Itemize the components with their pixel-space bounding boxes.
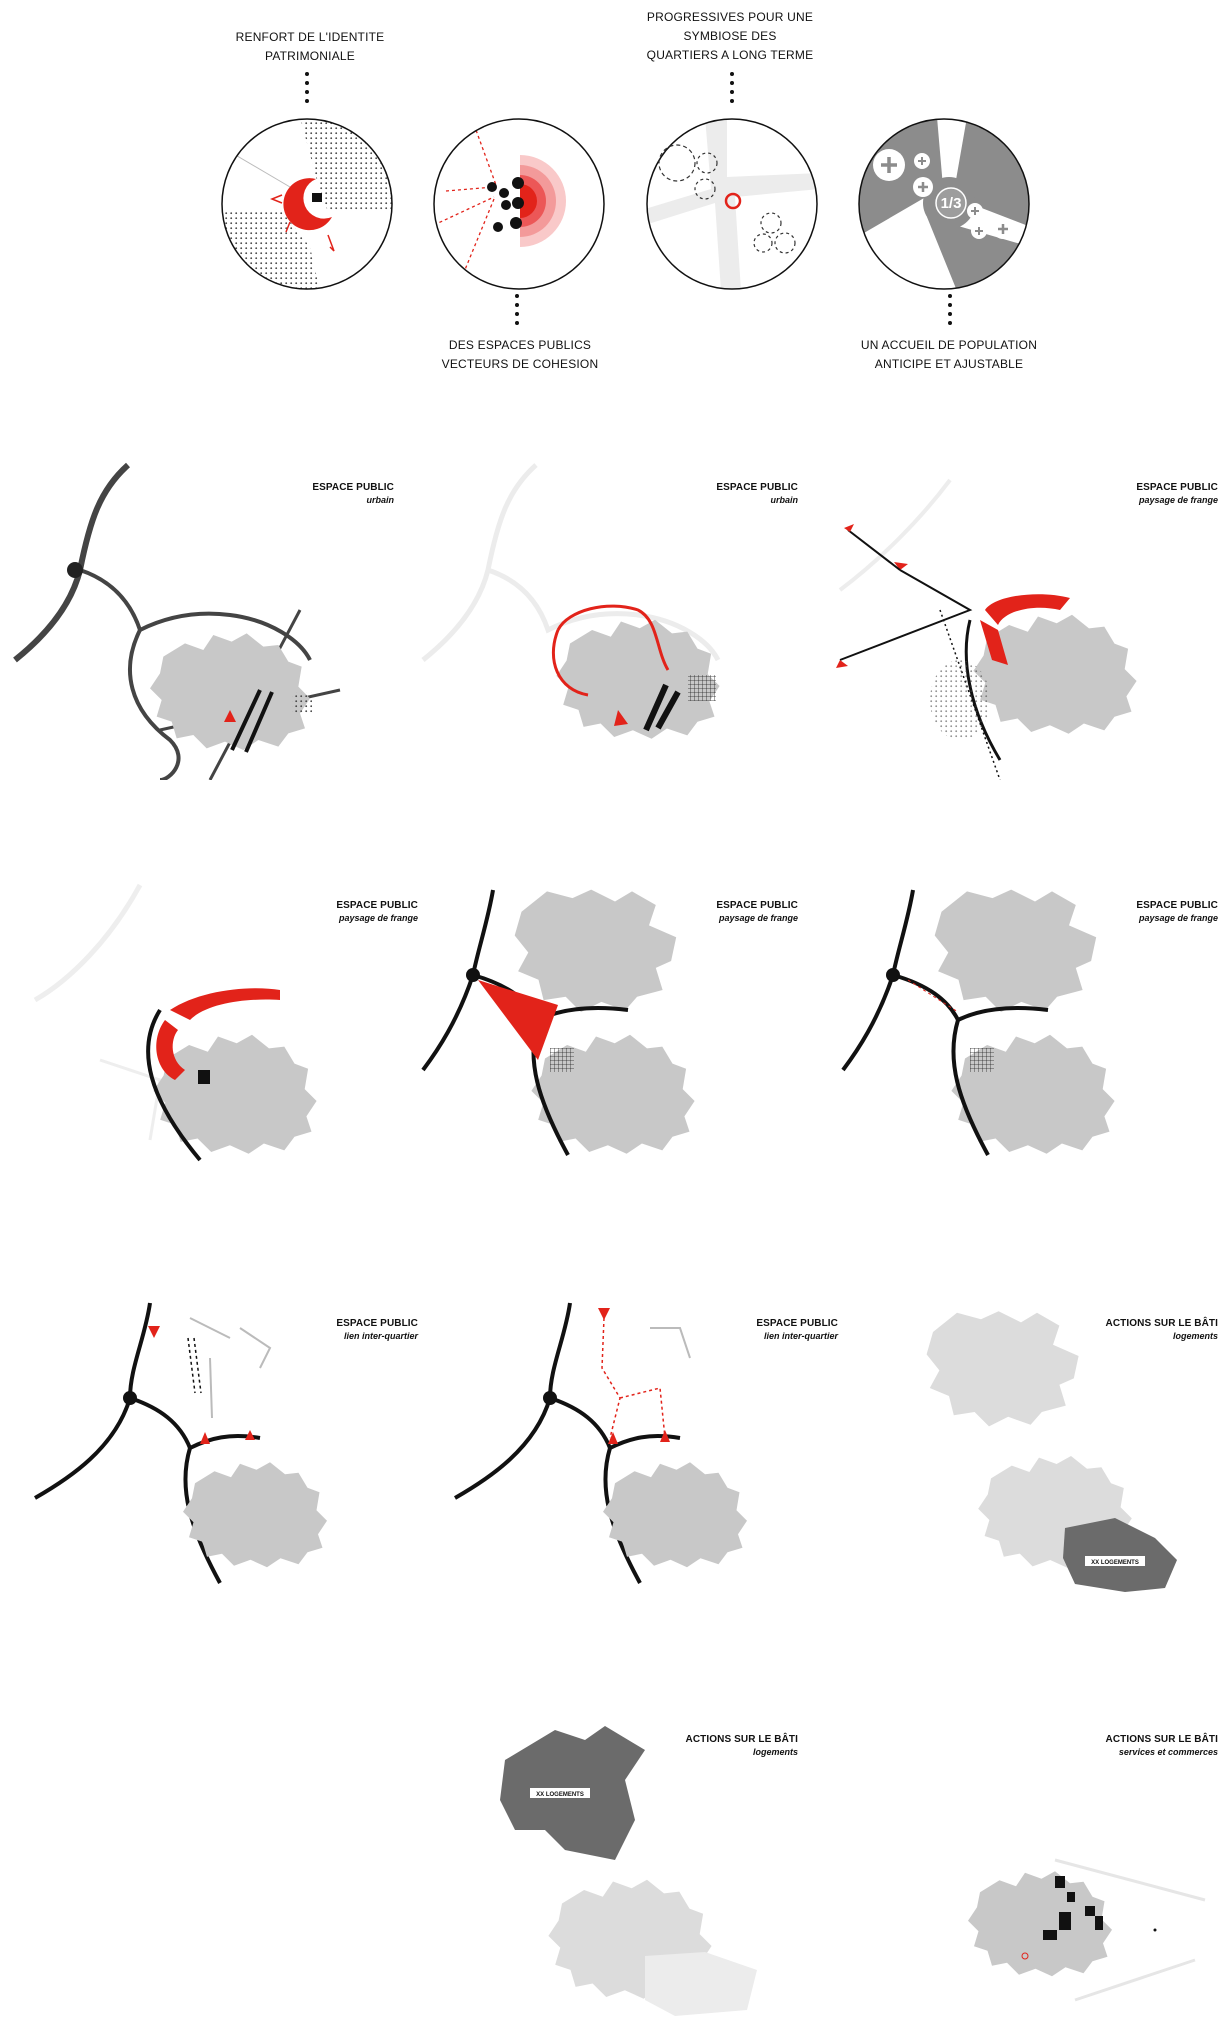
- cohesion-circle: [433, 118, 605, 290]
- panel-6-map: [841, 889, 1115, 1156]
- panel-1-map: [13, 462, 341, 780]
- symbiose-label: PROGRESSIVES POUR UNE SYMBIOSE DES QUART…: [630, 8, 830, 65]
- patrimoine-connector: [305, 72, 309, 108]
- panel-3-title: ESPACE PUBLIC: [1136, 482, 1218, 493]
- arrow-left-icon: [269, 194, 283, 204]
- crescent-icon: [283, 178, 332, 231]
- panel-9-title: ACTIONS SUR LE BÂTI: [1105, 1318, 1218, 1329]
- panel-6-caption: ESPACE PUBLIC paysage de frange: [1100, 900, 1218, 924]
- cohesion-connector: [515, 294, 519, 330]
- panel-4-map: [33, 883, 317, 1162]
- panel-2-map: [421, 463, 721, 739]
- panel-10-caption: ACTIONS SUR LE BÂTI logements: [680, 1734, 798, 1758]
- panel-9-map: XX LOGEMENTS: [926, 1311, 1177, 1592]
- patrimoine-label-line1: RENFORT DE l'IDENTITE: [235, 30, 385, 44]
- panel-3-caption: ESPACE PUBLIC paysage de frange: [1100, 482, 1218, 506]
- panel-8-map: [454, 1302, 747, 1584]
- panel-5-map: [421, 889, 695, 1156]
- panel-11-title: ACTIONS SUR LE BÂTI: [1105, 1734, 1218, 1745]
- panel-8-subtitle: lien inter-quartier: [763, 1331, 838, 1341]
- panel-4-caption: ESPACE PUBLIC paysage de frange: [300, 900, 418, 924]
- symbiose-label-line2: SYMBIOSE DES: [683, 29, 777, 43]
- panel-9-caption: ACTIONS SUR LE BÂTI logements: [1080, 1318, 1218, 1342]
- population-label-line1: UN ACCUEIL DE POPULATION: [860, 338, 1038, 352]
- panel-7-title: ESPACE PUBLIC: [336, 1318, 418, 1329]
- panel-10-title: ACTIONS SUR LE BÂTI: [685, 1734, 798, 1745]
- center-ring: [724, 192, 742, 210]
- panel-4-title: ESPACE PUBLIC: [336, 900, 418, 911]
- panel-6-title: ESPACE PUBLIC: [1136, 900, 1218, 911]
- panel-6-subtitle: paysage de frange: [1138, 913, 1218, 923]
- panel-3-map: [836, 478, 1137, 780]
- cohesion-label-line1: DES ESPACES PUBLICS: [448, 338, 592, 352]
- population-fraction: 1/3: [941, 195, 962, 212]
- panel-5-subtitle: paysage de frange: [718, 913, 798, 923]
- symbiose-label-line3: QUARTIERS A LONG TERME: [646, 48, 814, 62]
- cohesion-label: DES ESPACES PUBLICS VECTEURS DE COHESION: [420, 336, 620, 374]
- symbiose-label-line1: PROGRESSIVES POUR UNE: [646, 10, 814, 24]
- patrimoine-label: RENFORT DE l'IDENTITE PATRIMONIALE: [210, 28, 410, 66]
- population-label: UN ACCUEIL DE POPULATION ANTICIPE ET AJU…: [844, 336, 1054, 374]
- panel-1-caption: ESPACE PUBLIC urbain: [280, 482, 394, 506]
- panel-8-title: ESPACE PUBLIC: [756, 1318, 838, 1329]
- symbiose-circle: [646, 118, 818, 290]
- panel-5-caption: ESPACE PUBLIC paysage de frange: [680, 900, 798, 924]
- panel-10-subtitle: logements: [752, 1747, 798, 1757]
- population-label-line2: ANTICIPE ET AJUSTABLE: [874, 357, 1024, 371]
- panel-10-zone-label: XX LOGEMENTS: [536, 1792, 584, 1798]
- panel-2-subtitle: urbain: [770, 495, 798, 505]
- panel-11-caption: ACTIONS SUR LE BÂTI services et commerce…: [1080, 1734, 1218, 1758]
- public-space-node: [512, 177, 524, 189]
- patrimoine-label-line2: PATRIMONIALE: [265, 49, 355, 63]
- church-icon: [312, 193, 322, 202]
- panel-7-caption: ESPACE PUBLIC lien inter-quartier: [300, 1318, 418, 1342]
- population-circle: 1/3: [858, 118, 1030, 290]
- panel-9-subtitle: logements: [1172, 1331, 1218, 1341]
- panel-10-map: XX LOGEMENTS: [500, 1726, 757, 2016]
- patrimoine-circle: [221, 118, 393, 290]
- panel-1-subtitle: urbain: [366, 495, 394, 505]
- panel-2-caption: ESPACE PUBLIC urbain: [680, 482, 798, 506]
- panel-3-subtitle: paysage de frange: [1138, 495, 1218, 505]
- panel-2-title: ESPACE PUBLIC: [716, 482, 798, 493]
- panel-5-title: ESPACE PUBLIC: [716, 900, 798, 911]
- symbiose-connector: [730, 72, 734, 108]
- population-connector: [948, 294, 952, 330]
- panel-1-title: ESPACE PUBLIC: [312, 482, 394, 493]
- panel-4-subtitle: paysage de frange: [338, 913, 418, 923]
- panel-7-subtitle: lien inter-quartier: [343, 1331, 418, 1341]
- panel-7-map: [34, 1302, 327, 1584]
- panel-9-zone-label: XX LOGEMENTS: [1091, 1560, 1139, 1566]
- panel-11-map: [968, 1858, 1206, 2002]
- cohesion-label-line2: VECTEURS DE COHESION: [441, 357, 599, 371]
- panel-8-caption: ESPACE PUBLIC lien inter-quartier: [720, 1318, 838, 1342]
- panel-11-subtitle: services et commerces: [1118, 1747, 1218, 1757]
- housing-zone: [1063, 1518, 1177, 1592]
